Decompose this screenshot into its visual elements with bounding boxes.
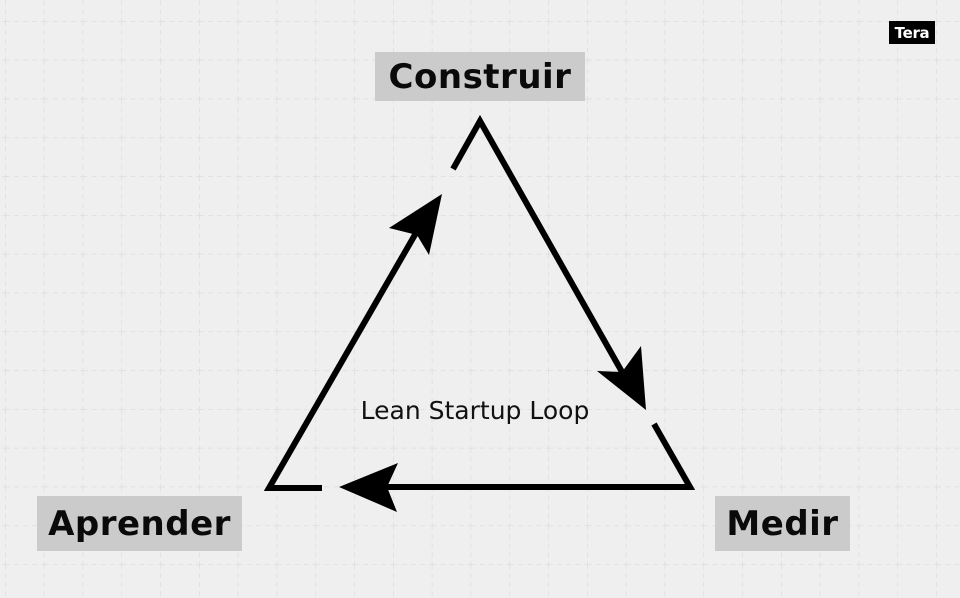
edge-medir-aprender (339, 422, 696, 512)
arrowhead-up-right-icon (389, 194, 442, 255)
arrowhead-left-icon (339, 463, 398, 512)
edge-aprender-construir (263, 194, 442, 491)
node-construir-label: Construir (375, 52, 585, 101)
tera-logo: Tera (889, 21, 935, 44)
arrowhead-down-right-icon (597, 346, 646, 410)
node-medir-label: Medir (715, 496, 850, 551)
node-aprender-label: Aprender (37, 496, 242, 551)
edge-construir-medir (450, 114, 646, 410)
diagram-title: Lean Startup Loop (360, 396, 590, 425)
